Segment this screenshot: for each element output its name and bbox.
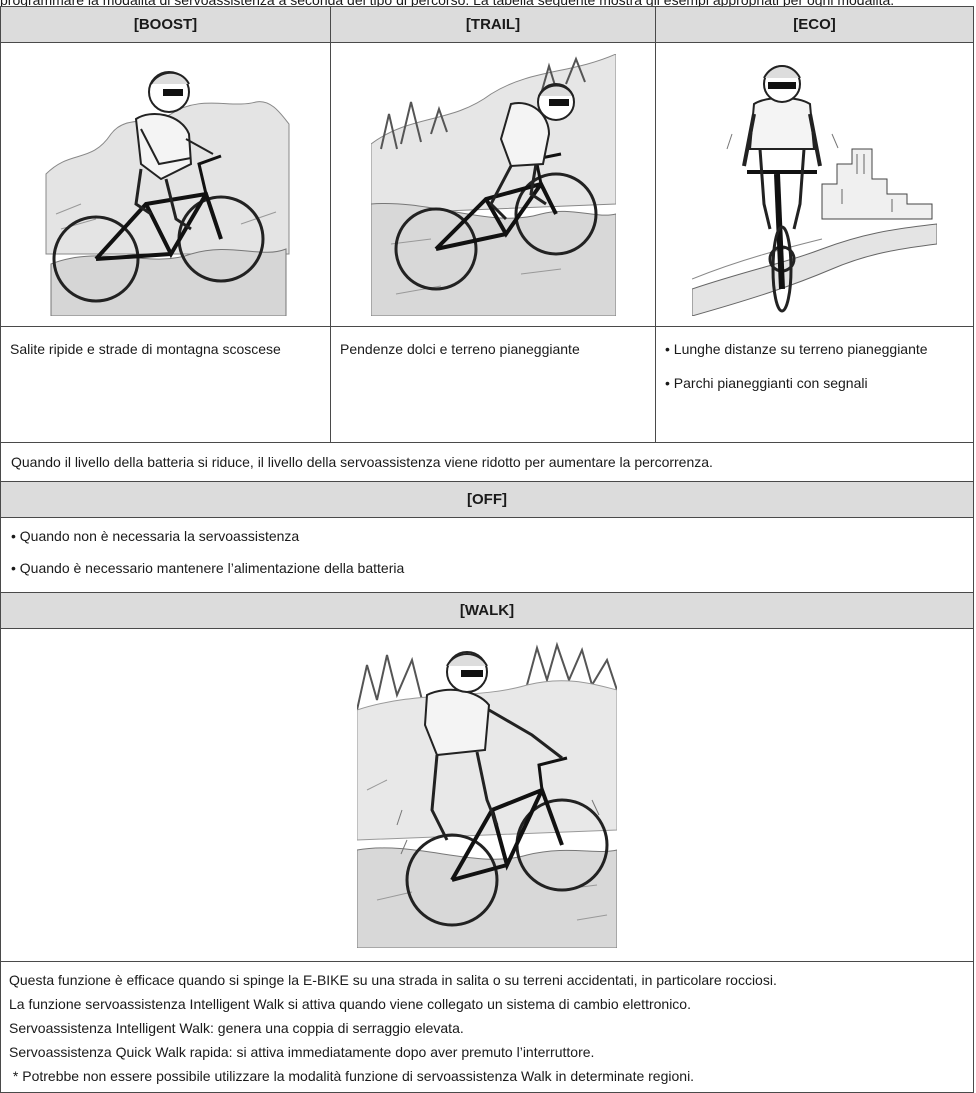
- assist-mode-table: [BOOST] [TRAIL] [ECO]: [0, 6, 974, 1093]
- walk-line: Servoassistenza Intelligent Walk: genera…: [9, 1020, 464, 1036]
- boost-header: [BOOST]: [0, 6, 331, 43]
- trail-description: Pendenze dolci e terreno pianeggiante: [330, 326, 656, 443]
- walk-line: Servoassistenza Quick Walk rapida: si at…: [9, 1044, 595, 1060]
- boost-image-cell: [0, 42, 331, 327]
- off-content: Quando non è necessaria la servoassisten…: [0, 517, 974, 593]
- mode-image-row: [0, 42, 974, 327]
- eco-description: Lunghe distanze su terreno pianeggiante …: [655, 326, 974, 443]
- walk-text-row: Questa funzione è efficace quando si spi…: [0, 961, 974, 1093]
- off-content-row: Quando non è necessaria la servoassisten…: [0, 517, 974, 593]
- boost-description: Salite ripide e strade di montagna scosc…: [0, 326, 331, 443]
- list-item: Quando non è necessaria la servoassisten…: [11, 524, 963, 548]
- trail-image-cell: [330, 42, 656, 327]
- off-header: [OFF]: [0, 481, 974, 518]
- truncated-intro-text: programmare la modalità di servoassisten…: [0, 0, 895, 8]
- eco-header: [ECO]: [655, 6, 974, 43]
- walk-description: Questa funzione è efficace quando si spi…: [0, 961, 974, 1093]
- list-item: Quando è necessario mantenere l’alimenta…: [11, 556, 963, 580]
- off-bullet-list: Quando non è necessaria la servoassisten…: [11, 524, 963, 580]
- eco-image-cell: [655, 42, 974, 327]
- walk-illustration: [356, 641, 618, 948]
- walk-header-row: [WALK]: [0, 592, 974, 629]
- battery-note: Quando il livello della batteria si ridu…: [0, 442, 974, 482]
- list-item: Lunghe distanze su terreno pianeggiante: [665, 337, 963, 361]
- trail-header: [TRAIL]: [330, 6, 656, 43]
- eco-illustration: [692, 64, 937, 316]
- mode-description-row: Salite ripide e strade di montagna scosc…: [0, 326, 974, 443]
- list-item: Parchi pianeggianti con segnali: [665, 371, 963, 395]
- off-header-row: [OFF]: [0, 481, 974, 518]
- mode-header-row: [BOOST] [TRAIL] [ECO]: [0, 6, 974, 43]
- walk-line: La funzione servoassistenza Intelligent …: [9, 996, 691, 1012]
- trail-illustration: [370, 53, 616, 316]
- boost-illustration: [45, 70, 289, 316]
- walk-line: Questa funzione è efficace quando si spi…: [9, 972, 777, 988]
- walk-footnote: * Potrebbe non essere possibile utilizza…: [9, 1068, 695, 1084]
- battery-note-row: Quando il livello della batteria si ridu…: [0, 442, 974, 482]
- walk-image-cell: [0, 628, 974, 962]
- walk-image-row: [0, 628, 974, 962]
- eco-bullet-list: Lunghe distanze su terreno pianeggiante …: [665, 337, 963, 395]
- walk-header: [WALK]: [0, 592, 974, 629]
